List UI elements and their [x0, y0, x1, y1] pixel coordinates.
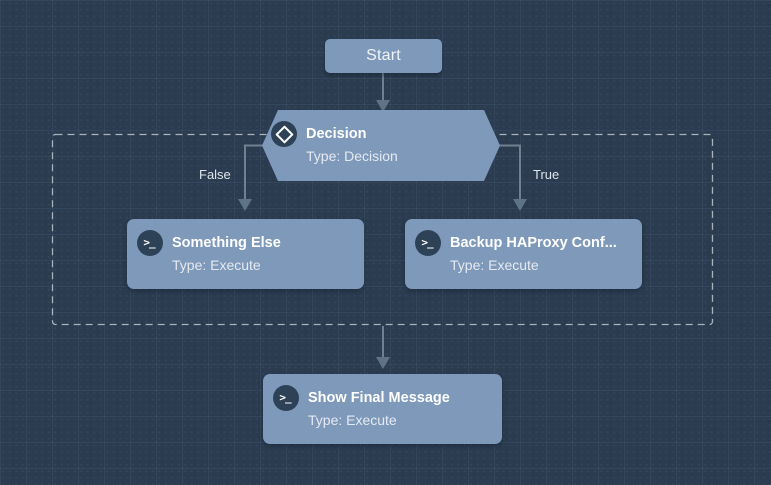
node-backup-haproxy[interactable]: >_ Backup HAProxy Conf... Type: Execute: [405, 219, 642, 289]
edge-start-to-decision-arrowhead: [376, 100, 390, 112]
edge-to-show-final-message-arrowhead: [376, 357, 390, 369]
node-title: Show Final Message: [308, 390, 450, 406]
node-subtitle: Type: Execute: [450, 257, 539, 273]
edge-false-branch: [244, 144, 266, 200]
branch-label-true: True: [533, 167, 560, 182]
node-title: Decision: [306, 126, 367, 142]
edge-true-branch: [496, 144, 521, 200]
diamond-shape: [275, 125, 293, 143]
branch-label-false: False: [199, 167, 231, 182]
node-something-else[interactable]: >_ Something Else Type: Execute: [127, 219, 364, 289]
terminal-glyph: >_: [279, 390, 291, 404]
edge-true-branch-arrowhead: [513, 199, 527, 211]
node-show-final-message[interactable]: >_ Show Final Message Type: Execute: [263, 374, 502, 444]
node-title: Backup HAProxy Conf...: [450, 235, 617, 251]
decision-diamond-icon: [271, 121, 297, 147]
terminal-glyph: >_: [143, 235, 155, 249]
node-title: Something Else: [172, 235, 281, 251]
terminal-icon: >_: [273, 385, 299, 411]
terminal-glyph: >_: [421, 235, 433, 249]
node-subtitle: Type: Execute: [172, 257, 261, 273]
terminal-icon: >_: [137, 230, 163, 256]
edge-false-branch-arrowhead: [238, 199, 252, 211]
terminal-icon: >_: [415, 230, 441, 256]
node-start-label: Start: [366, 47, 401, 64]
node-subtitle: Type: Decision: [306, 148, 398, 164]
node-subtitle: Type: Execute: [308, 412, 397, 428]
node-decision[interactable]: Decision Type: Decision: [262, 110, 500, 181]
node-start[interactable]: Start: [325, 39, 442, 73]
